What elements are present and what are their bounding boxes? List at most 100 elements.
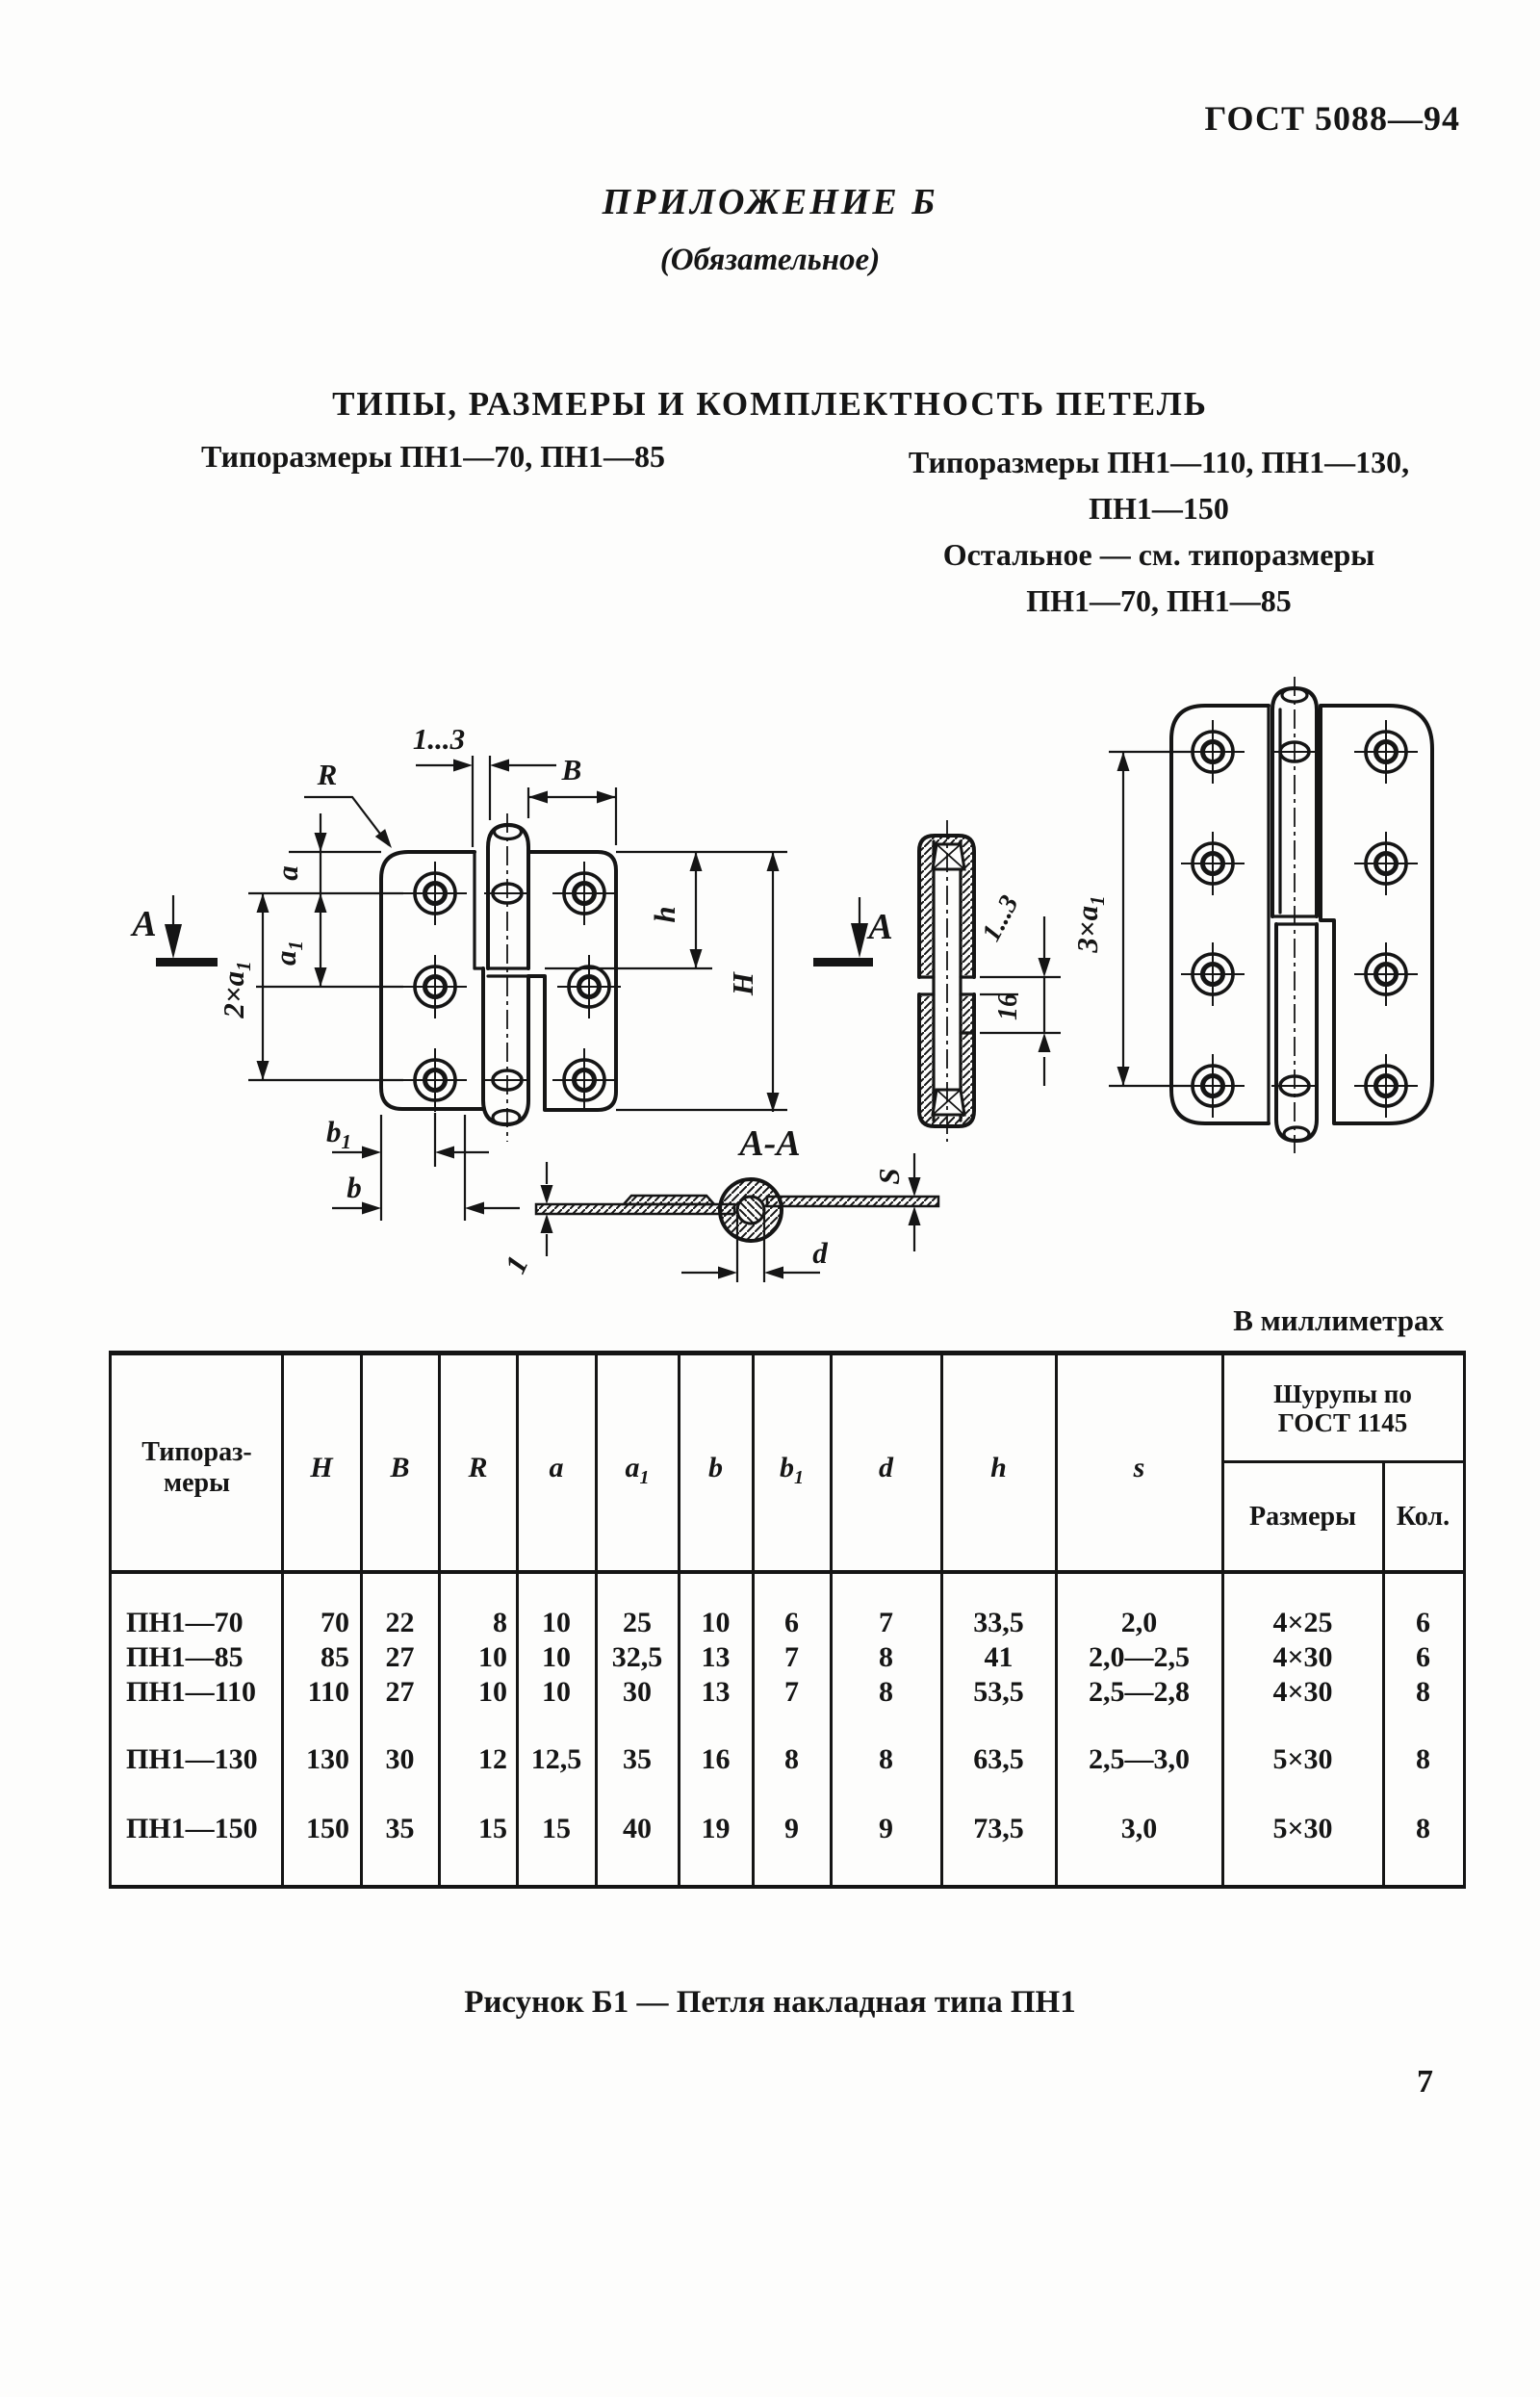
table-row-name: ПН1—130 (126, 1743, 258, 1775)
table-cell: 19 (701, 1813, 731, 1844)
table-cell: 7 (784, 1641, 799, 1673)
dim-label-gap: 1...3 (413, 722, 465, 756)
dim-label-16: 16 (993, 993, 1023, 1020)
table-cell: 30 (623, 1676, 652, 1708)
table-cell: 10 (701, 1607, 731, 1638)
table-header-screws: Шурупы по ГОСТ 1145 (1273, 1379, 1412, 1437)
dim-label-width: B (561, 753, 582, 786)
table-header-dim: d (879, 1452, 893, 1483)
table-header-dim: R (468, 1452, 488, 1483)
table-column-line (359, 1355, 363, 1885)
table-cell: 35 (623, 1743, 652, 1775)
table-header-typorazmery: Типораз- меры (141, 1437, 252, 1498)
figure-b1-drawing: 1...3 R B a a1 2×a1 h H b1 b А А-А S d 1 (130, 677, 1434, 1282)
table-cell: 27 (385, 1676, 415, 1708)
table-column-line (751, 1355, 755, 1885)
section-marker-label-mid: А (866, 907, 892, 947)
dim-label-one: 1 (498, 1250, 534, 1278)
table-cell: 13 (701, 1641, 731, 1673)
table-cell: 5×30 (1272, 1743, 1333, 1775)
dim-label-d: d (812, 1236, 828, 1270)
table-cell: 35 (385, 1813, 415, 1844)
table-cell: 3,0 (1120, 1813, 1158, 1844)
dim-label-a: a (270, 865, 304, 881)
table-cell: 4×30 (1272, 1641, 1333, 1673)
table-cell: 2,0 (1120, 1607, 1158, 1638)
table-cell: 2,0—2,5 (1089, 1641, 1190, 1673)
table-cell: 12,5 (530, 1743, 582, 1775)
dim-label-2xa1: 2×a1 (217, 961, 255, 1018)
table-cell: 110 (307, 1676, 349, 1708)
dim-label-s: S (872, 1168, 906, 1184)
dim-label-b1: b1 (326, 1115, 351, 1153)
table-header-dim: B (390, 1452, 410, 1483)
table-cell: 6 (784, 1607, 799, 1638)
table-header-dim: s (1133, 1452, 1145, 1483)
appendix-title: ПРИЛОЖЕНИЕ Б (602, 182, 938, 222)
page-title: ТИПЫ, РАЗМЕРЫ И КОМПЛЕКТНОСТЬ ПЕТЕЛЬ (332, 385, 1208, 423)
table-cell: 8 (879, 1676, 893, 1708)
table-cell: 15 (542, 1813, 571, 1844)
hinge-front-view-large: 3×a1 (1070, 677, 1434, 1153)
page-number: 7 (1417, 2064, 1433, 2100)
figure-right-caption-line: Остальное — см. типоразмеры (942, 537, 1375, 572)
table-cell: 32,5 (611, 1641, 663, 1673)
table-cell: 2,5—2,8 (1089, 1676, 1190, 1708)
table-row-name: ПН1—110 (126, 1676, 257, 1708)
table-screws-line (1222, 1459, 1463, 1463)
table-column-line (437, 1355, 441, 1885)
table-cell: 2,5—3,0 (1089, 1743, 1190, 1775)
table-header-dim: h (990, 1452, 1007, 1483)
table-cell: 7 (784, 1676, 799, 1708)
table-cell: 22 (385, 1607, 415, 1638)
figure-right-caption-line: ПН1—150 (1089, 491, 1229, 526)
table-cell: 10 (542, 1607, 571, 1638)
dim-label-gap-side: 1...3 (976, 890, 1024, 946)
table-cell: 8 (1416, 1743, 1430, 1775)
table-cell: 10 (478, 1676, 507, 1708)
table-cell: 5×30 (1272, 1813, 1333, 1844)
table-row-name: ПН1—85 (126, 1641, 244, 1673)
table-cell: 6 (1416, 1607, 1430, 1638)
dim-label-b: b (346, 1171, 362, 1204)
table-cell: 9 (879, 1813, 893, 1844)
table-cell: 4×30 (1272, 1676, 1333, 1708)
table-units-note: В миллиметрах (1233, 1303, 1444, 1337)
table-column-line (1054, 1355, 1058, 1885)
table-cell: 6 (1416, 1641, 1430, 1673)
table-cell: 27 (385, 1641, 415, 1673)
table-column-line (829, 1355, 833, 1885)
table-cell: 8 (493, 1607, 507, 1638)
table-cell: 8 (1416, 1813, 1430, 1844)
figure-left-caption: Типоразмеры ПН1—70, ПН1—85 (201, 439, 665, 474)
figure-caption: Рисунок Б1 — Петля накладная типа ПН1 (464, 1985, 1076, 2020)
table-cell: 63,5 (973, 1743, 1024, 1775)
dim-label-a1: a1 (269, 941, 307, 966)
table-row-name: ПН1—70 (126, 1607, 244, 1638)
table-header-dim: a1 (625, 1452, 650, 1488)
table-cell: 8 (879, 1743, 893, 1775)
table-column-line (939, 1355, 943, 1885)
table-header-qty: Кол. (1396, 1502, 1450, 1532)
table-cell: 12 (478, 1743, 507, 1775)
dim-label-radius: R (317, 758, 338, 791)
table-column-line (1220, 1355, 1224, 1885)
table-header-line (112, 1570, 1463, 1574)
table-cell: 13 (701, 1676, 731, 1708)
hinge-front-view-small: 1...3 R B a a1 2×a1 h H b1 b А (130, 722, 787, 1221)
section-a-a-view: А-А S d 1 (498, 1123, 940, 1282)
table-cell: 8 (1416, 1676, 1430, 1708)
table-cell: 73,5 (973, 1813, 1024, 1844)
table-cell: 10 (478, 1641, 507, 1673)
hinge-side-view: А 1...3 16 (813, 820, 1061, 1142)
table-cell: 30 (385, 1743, 415, 1775)
section-marker-label: А (130, 904, 156, 944)
table-header-dim: b1 (780, 1452, 804, 1488)
table-column-line (1381, 1461, 1385, 1885)
table-cell: 41 (984, 1641, 1014, 1673)
table-cell: 53,5 (973, 1676, 1024, 1708)
table-cell: 8 (784, 1743, 799, 1775)
table-cell: 10 (542, 1676, 571, 1708)
table-cell: 70 (321, 1607, 349, 1638)
table-column-line (677, 1355, 680, 1885)
